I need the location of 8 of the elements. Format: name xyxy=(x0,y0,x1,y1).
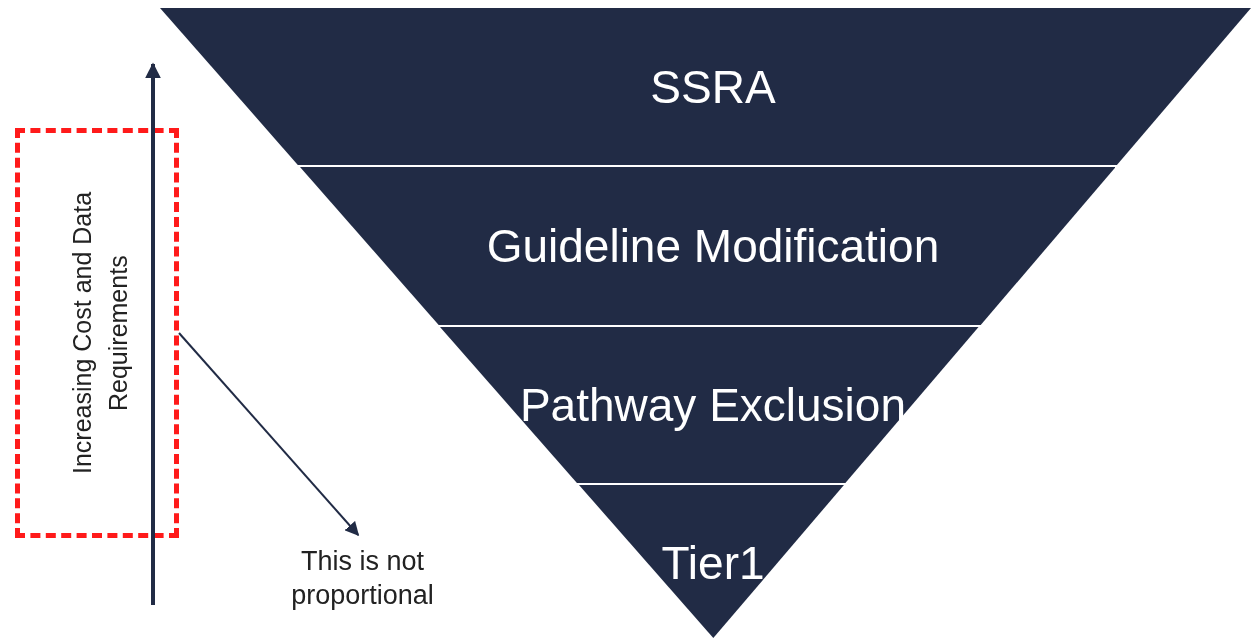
band-label: Guideline Modification xyxy=(485,219,941,273)
band-label: Pathway Exclusion xyxy=(518,378,907,432)
dashed-box xyxy=(15,128,179,538)
band-label: SSRA xyxy=(649,60,777,114)
arrow xyxy=(178,332,360,537)
note-text: This is not proportional xyxy=(290,545,435,612)
band-label: Tier1 xyxy=(660,536,766,590)
axis-label: Increasing Cost and Data Requirements xyxy=(67,190,133,477)
